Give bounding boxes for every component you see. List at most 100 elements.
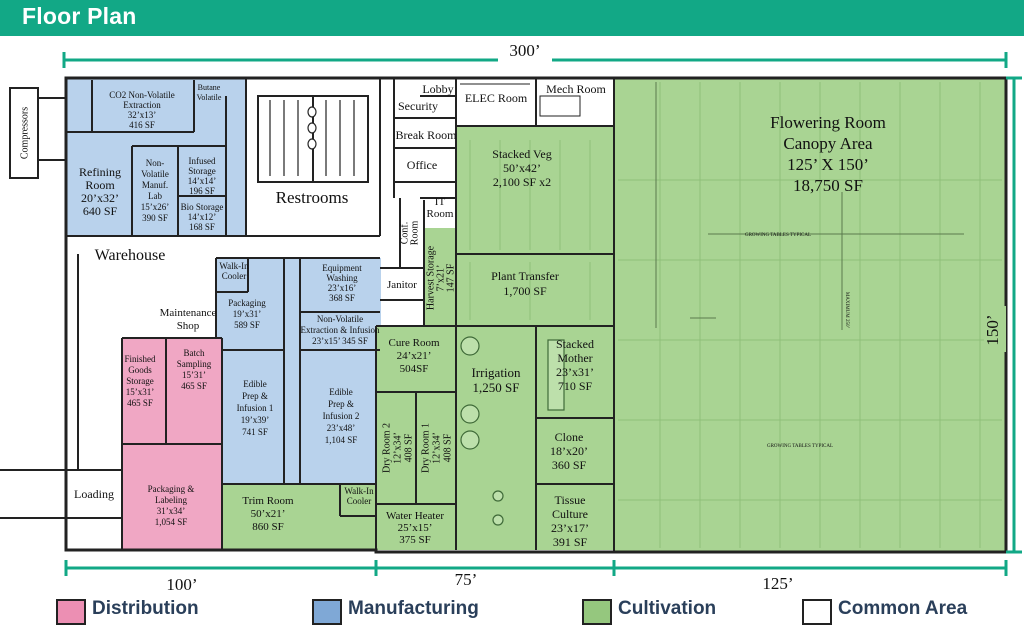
room-label-line: 368 SF bbox=[329, 293, 355, 303]
room-label-line: Walk-In bbox=[344, 486, 374, 496]
room-label-line: 125’ X 150’ bbox=[787, 155, 869, 174]
room-label-line: Conf. bbox=[400, 222, 411, 245]
room-label-line: 14’x12’ bbox=[188, 212, 217, 222]
growing-tables-note-2: GROWING TABLES TYPICAL bbox=[767, 444, 833, 449]
room-label-line: Non-Volatile bbox=[317, 314, 363, 324]
room-label-line: Volatile bbox=[197, 93, 222, 102]
room-label-line: Irrigation bbox=[471, 365, 521, 380]
room-label-line: Tissue bbox=[555, 493, 586, 507]
flowering-notes: GROWING TABLES TYPICAL GROWING TABLES TY… bbox=[745, 233, 849, 449]
room-label-line: 25’x15’ bbox=[398, 522, 433, 534]
room-label-line: 15’31’ bbox=[182, 370, 206, 380]
room-label-line: 360 SF bbox=[552, 458, 587, 472]
room-label-line: IT bbox=[435, 196, 446, 208]
room-label-line: Edible bbox=[243, 379, 267, 389]
room-label-line: 7’x21’ bbox=[436, 265, 447, 292]
room-label-line: 408 SF bbox=[443, 433, 454, 462]
room-label-line: Harvest Storage bbox=[426, 245, 437, 310]
room-label-line: Refining bbox=[79, 165, 121, 179]
room-label-line: 147 SF bbox=[446, 263, 457, 292]
room-label-janitor: Janitor bbox=[387, 279, 417, 291]
room-label-line: 196 SF bbox=[189, 186, 215, 196]
dim-top-label: 300’ bbox=[509, 41, 540, 60]
room-label-line: Mother bbox=[557, 351, 592, 365]
room-label-line: Mech Room bbox=[546, 82, 606, 96]
legend-label-common-area: Common Area bbox=[838, 598, 968, 619]
room-label-line: Maintenance bbox=[160, 307, 217, 319]
room-label-line: Shop bbox=[177, 320, 200, 332]
room-label-line: Janitor bbox=[387, 279, 417, 291]
room-label-line: 710 SF bbox=[558, 379, 593, 393]
room-label-line: 168 SF bbox=[189, 222, 215, 232]
zone-manufacturing-upper bbox=[66, 78, 246, 236]
room-label-line: Office bbox=[407, 158, 437, 172]
room-label-line: Storage bbox=[126, 376, 154, 386]
room-label-line: Flowering Room bbox=[770, 113, 886, 132]
room-label-line: Non- bbox=[146, 158, 165, 168]
legend-label-cultivation: Cultivation bbox=[618, 598, 717, 619]
dim-bottom-mid-label: 75’ bbox=[455, 570, 478, 589]
room-label-line: 23’x16’ bbox=[328, 283, 357, 293]
flowering-table-grid bbox=[469, 82, 1002, 548]
walls-inner bbox=[0, 78, 615, 552]
room-label-line: 408 SF bbox=[404, 433, 415, 462]
room-label-dry1: Dry Room 112’x34’408 SF bbox=[421, 423, 454, 473]
floor-plan-drawing: 300’ 100’ 75’ 125’ 150’ CO2 Non-Volatile… bbox=[0, 41, 1022, 594]
room-label-office: Office bbox=[407, 158, 437, 172]
room-label-line: Washing bbox=[326, 273, 358, 283]
legend-swatch-distribution bbox=[56, 599, 86, 625]
room-label-line: Trim Room bbox=[242, 495, 294, 507]
room-label-line: Plant Transfer bbox=[491, 269, 559, 283]
room-label-line: Labeling bbox=[155, 495, 187, 505]
room-label-line: Room bbox=[410, 221, 421, 246]
room-label-line: 23’x48’ bbox=[327, 423, 356, 433]
room-label-line: Prep & bbox=[328, 399, 354, 409]
room-label-line: Bio Storage bbox=[181, 202, 224, 212]
room-label-line: Room bbox=[427, 208, 454, 220]
header-bar: Floor Plan bbox=[0, 0, 1024, 36]
room-label-line: Cooler bbox=[347, 496, 372, 506]
room-label-line: 50’x21’ bbox=[251, 508, 286, 520]
room-label-line: Security bbox=[398, 99, 438, 113]
room-label-line: Infusion 1 bbox=[237, 403, 274, 413]
room-label-line: Cure Room bbox=[388, 337, 439, 349]
room-label-line: Walk-In bbox=[219, 261, 249, 271]
room-label-line: Warehouse bbox=[95, 247, 166, 264]
mech-equipment bbox=[460, 83, 581, 117]
room-label-line: 15’x26’ bbox=[141, 202, 170, 212]
room-label-dry2: Dry Room 212’x34’408 SF bbox=[382, 423, 415, 473]
room-label-line: Volatile bbox=[141, 169, 169, 179]
room-label-line: 23’x15’ 345 SF bbox=[312, 336, 368, 346]
room-label-line: Infused bbox=[189, 156, 216, 166]
legend-swatch-common-area bbox=[802, 599, 832, 625]
room-label-line: Extraction bbox=[123, 100, 161, 110]
room-label-line: 18,750 SF bbox=[793, 176, 863, 195]
room-label-line: Stacked Veg bbox=[492, 147, 551, 161]
room-label-line: 375 SF bbox=[399, 534, 431, 546]
room-label-harvest: Harvest Storage7’x21’147 SF bbox=[426, 245, 457, 310]
room-label-line: 23’x31’ bbox=[556, 365, 594, 379]
room-label-line: Room bbox=[85, 178, 115, 192]
dim-right-label: 150’ bbox=[983, 314, 1002, 345]
room-label-line: Culture bbox=[552, 507, 588, 521]
legend-label-manufacturing: Manufacturing bbox=[348, 598, 479, 619]
legend-swatch-cultivation bbox=[582, 599, 612, 625]
room-label-loading: Loading bbox=[74, 487, 114, 501]
room-label-line: 1,700 SF bbox=[503, 284, 547, 298]
room-label-line: Dry Room 1 bbox=[421, 423, 432, 473]
room-label-line: Sampling bbox=[177, 359, 212, 369]
